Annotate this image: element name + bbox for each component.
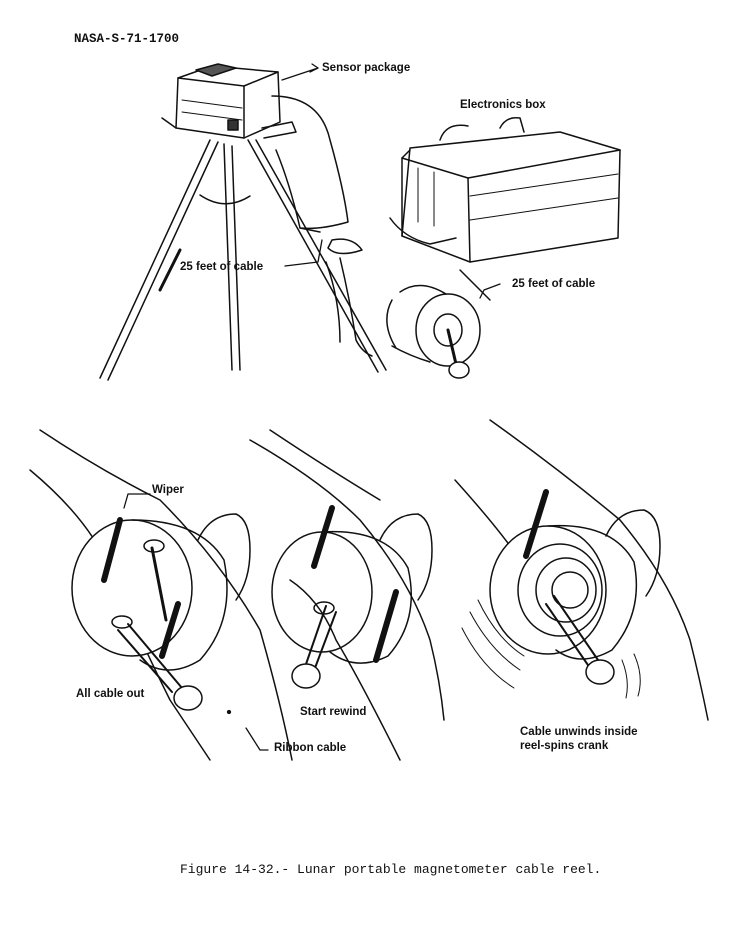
reel-panel-start-rewind — [249, 429, 445, 761]
label-unwinds-line1: Cable unwinds inside — [520, 726, 638, 738]
figure-caption: Figure 14-32.- Lunar portable magnetomet… — [180, 862, 602, 877]
tripod — [99, 139, 387, 381]
leader-lines-top — [281, 63, 501, 299]
cable-left — [271, 95, 373, 357]
label-all-cable-out: All cable out — [76, 688, 145, 700]
label-sensor-package: Sensor package — [322, 62, 411, 74]
label-cable-left: 25 feet of cable — [180, 261, 264, 273]
label-electronics-box: Electronics box — [460, 99, 546, 111]
label-unwinds-line2: reel-spins crank — [520, 740, 609, 752]
reel-panel-unwinds — [454, 419, 709, 721]
leader-lines-bottom — [123, 493, 269, 751]
electronics-box — [389, 116, 621, 263]
label-start-rewind: Start rewind — [300, 706, 367, 718]
label-ribbon-cable: Ribbon cable — [274, 742, 347, 754]
sensor-package — [161, 63, 297, 139]
label-wiper: Wiper — [152, 484, 184, 496]
label-cable-right: 25 feet of cable — [512, 278, 596, 290]
cable-reel-top — [386, 269, 491, 379]
reel-panel-all-cable-out — [29, 429, 293, 761]
document-id: NASA-S-71-1700 — [74, 32, 180, 46]
